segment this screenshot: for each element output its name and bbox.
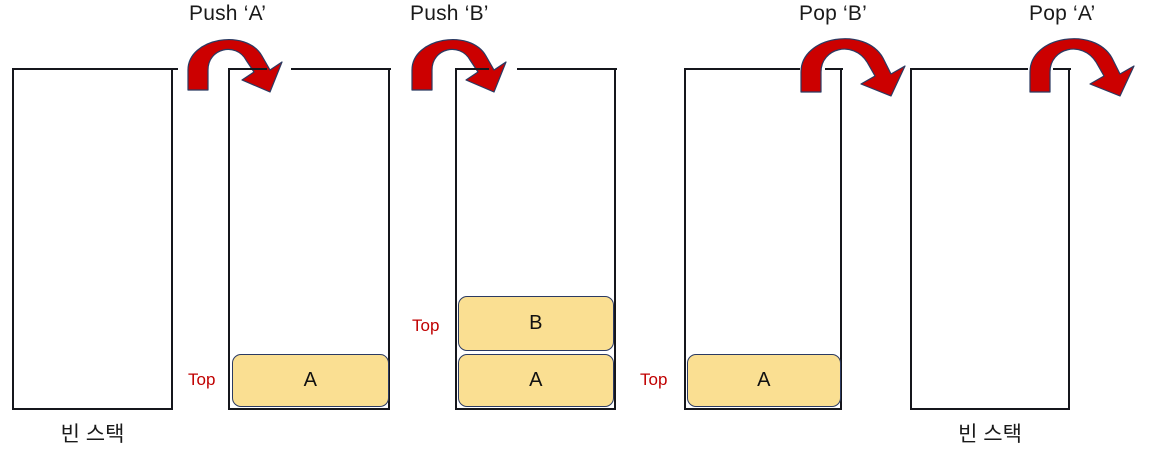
stack-container-4	[683, 67, 843, 410]
stack-caption-5: 빈 스택	[958, 423, 1022, 446]
operation-label-pop-b: Pop ‘B’	[799, 2, 867, 25]
stack-top-lip-right-3	[516, 67, 617, 70]
top-pointer-label-3: Top	[412, 316, 440, 335]
top-pointer-label-4: Top	[640, 370, 668, 389]
stack-top-lip-right-4	[824, 67, 843, 70]
stack-cell-2-0: A	[232, 354, 389, 407]
stack-top-lip-left-2	[227, 67, 267, 70]
stack-top-lip-1	[11, 67, 178, 70]
stack-top-lip-right-5	[1052, 67, 1071, 70]
stack-top-lip-left-4	[683, 67, 800, 70]
top-pointer-label-2: Top	[188, 370, 216, 389]
stack-cell-3-1: A	[458, 354, 614, 407]
stack-container-2	[227, 67, 391, 410]
stack-cell-4-0: A	[687, 354, 841, 407]
stack-cell-3-0: B	[458, 296, 614, 351]
operation-label-pop-a: Pop ‘A’	[1029, 2, 1096, 25]
stack-container-5	[909, 67, 1071, 410]
stack-top-lip-left-5	[909, 67, 1028, 70]
stack-top-lip-right-2	[290, 67, 391, 70]
operation-label-push-b: Push ‘B’	[410, 2, 489, 25]
stack-container-3	[454, 67, 617, 410]
stack-caption-1: 빈 스택	[60, 423, 125, 446]
operation-label-push-a: Push ‘A’	[189, 2, 267, 25]
stack-top-lip-left-3	[454, 67, 489, 70]
stack-container-1	[11, 67, 178, 410]
